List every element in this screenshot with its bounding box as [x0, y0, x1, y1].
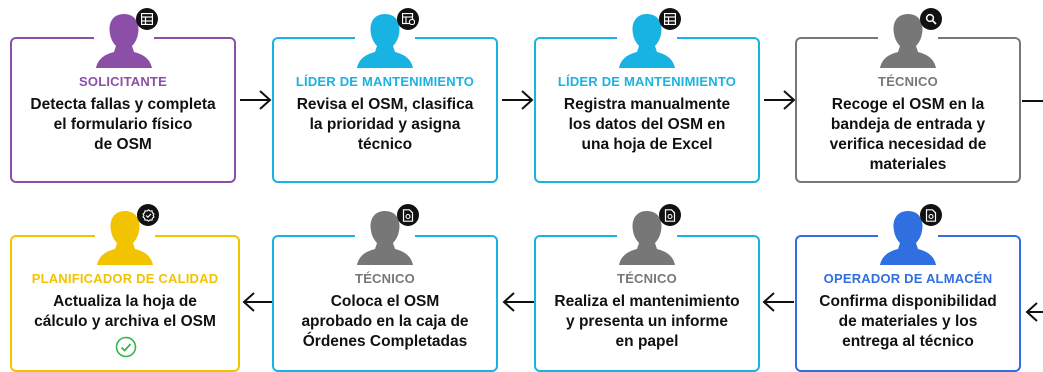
person-icon [878, 10, 938, 68]
desc-line: entrega al técnico [842, 333, 974, 350]
arrow-right-icon [502, 90, 534, 110]
desc-line: y presenta un informe [566, 313, 728, 330]
desc-line: el formulario físico [53, 116, 193, 133]
desc-line: la prioridad y asigna [309, 116, 461, 133]
search-icon [920, 8, 942, 30]
check-circle-icon [115, 336, 137, 358]
desc-line: Revisa el OSM, clasifica [296, 96, 474, 113]
arrow-right-icon [764, 90, 796, 110]
card-description: Actualiza la hoja de cálculo y archiva e… [16, 292, 234, 332]
table-icon [136, 8, 158, 30]
connector-line [1022, 100, 1043, 102]
document-icon [920, 204, 942, 226]
card-role: SOLICITANTE [79, 74, 167, 89]
desc-line: verifica necesidad de [829, 136, 987, 153]
card-role: TÉCNICO [355, 271, 415, 286]
desc-line: de OSM [94, 136, 152, 153]
table-view-icon [397, 8, 419, 30]
card-description: Recoge el OSM en la bandeja de entrada y… [801, 95, 1015, 175]
arrow-left-icon [502, 292, 534, 312]
document-icon [397, 204, 419, 226]
arrow-left-icon [242, 292, 274, 312]
desc-line: Actualiza la hoja de [53, 293, 197, 310]
card-planificador: PLANIFICADOR DE CALIDAD Actualiza la hoj… [10, 235, 240, 372]
card-description: Coloca el OSM aprobado en la caja de Órd… [278, 292, 492, 352]
card-role: OPERADOR DE ALMACÉN [823, 271, 993, 286]
desc-line: Realiza el mantenimiento [554, 293, 740, 310]
desc-line: de materiales y los [838, 313, 978, 330]
desc-line: Detecta fallas y completa [30, 96, 216, 113]
card-description: Registra manualmente los datos del OSM e… [540, 95, 754, 155]
desc-line: materiales [869, 156, 947, 173]
card-role: LÍDER DE MANTENIMIENTO [557, 74, 737, 89]
desc-line: Órdenes Completadas [302, 333, 468, 350]
desc-line: cálculo y archiva el OSM [34, 313, 216, 330]
person-icon [617, 10, 677, 68]
card-role: PLANIFICADOR DE CALIDAD [31, 271, 219, 286]
person-icon [878, 207, 938, 265]
card-description: Detecta fallas y completa el formulario … [16, 95, 230, 155]
card-description: Confirma disponibilidad de materiales y … [801, 292, 1015, 352]
arrow-left-icon [762, 292, 794, 312]
card-role: LÍDER DE MANTENIMIENTO [295, 74, 475, 89]
arrow-left-icon [1025, 302, 1043, 322]
desc-line: técnico [357, 136, 413, 153]
desc-line: en papel [615, 333, 679, 350]
card-description: Realiza el mantenimiento y presenta un i… [540, 292, 754, 352]
desc-line: Coloca el OSM [330, 293, 440, 310]
desc-line: aprobado en la caja de [301, 313, 469, 330]
desc-line: una hoja de Excel [581, 136, 713, 153]
table-icon [659, 8, 681, 30]
card-role: TÉCNICO [878, 74, 938, 89]
arrow-right-icon [240, 90, 272, 110]
person-icon [95, 207, 155, 265]
desc-line: los datos del OSM en [568, 116, 726, 133]
card-role: TÉCNICO [617, 271, 677, 286]
desc-line: Registra manualmente [563, 96, 731, 113]
desc-line: bandeja de entrada y [830, 116, 986, 133]
document-icon [659, 204, 681, 226]
desc-line: Confirma disponibilidad [819, 293, 997, 310]
desc-line: Recoge el OSM en la [831, 96, 985, 113]
verified-icon [137, 204, 159, 226]
card-description: Revisa el OSM, clasifica la prioridad y … [278, 95, 492, 155]
